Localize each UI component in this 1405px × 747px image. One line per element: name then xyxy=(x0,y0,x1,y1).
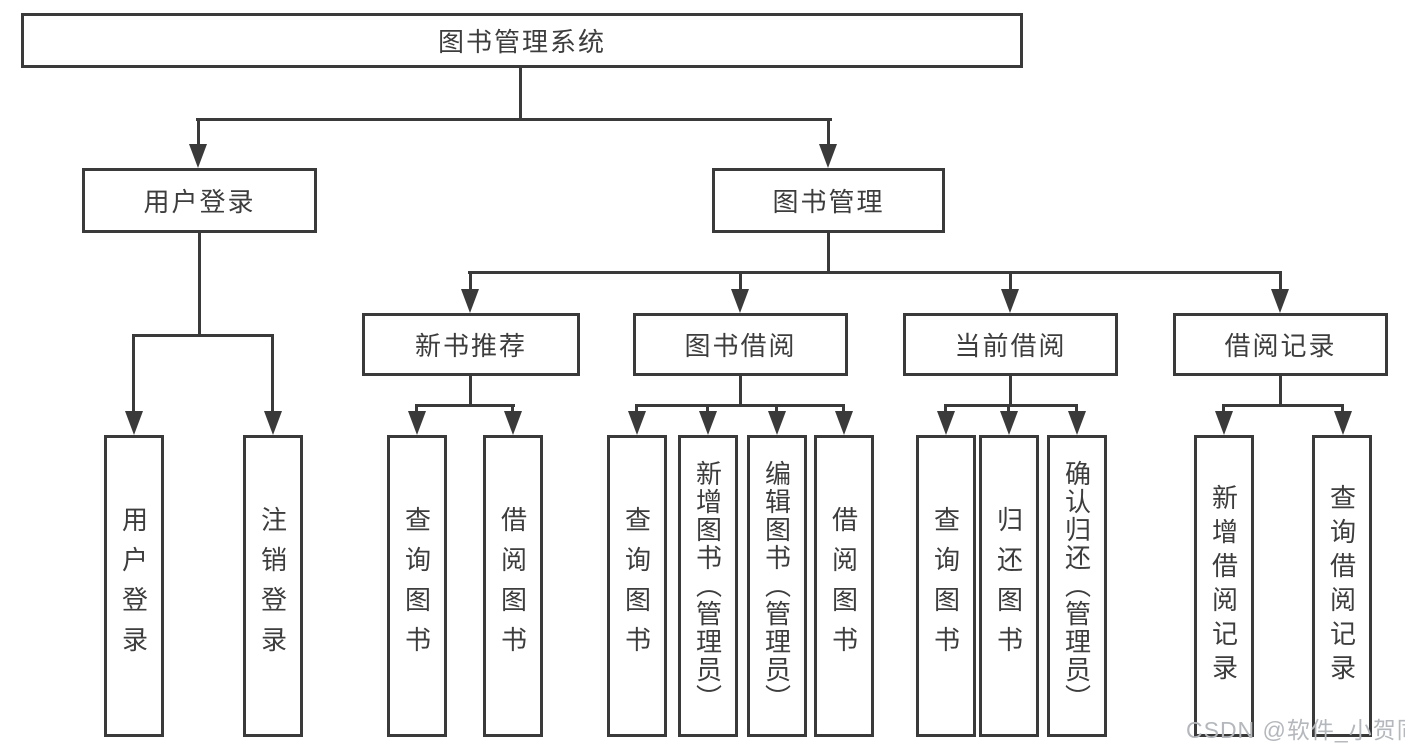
connector-line xyxy=(511,404,514,412)
arrow-down-icon xyxy=(125,411,143,435)
connector-line xyxy=(1075,404,1078,412)
arrow-down-icon xyxy=(189,144,207,168)
arrow-down-icon xyxy=(1068,411,1086,435)
arrow-down-icon xyxy=(1334,411,1352,435)
node-current-borrow: 当前借阅 xyxy=(903,313,1118,376)
connector-line xyxy=(1279,271,1282,291)
connector-line xyxy=(468,271,1282,274)
arrow-down-icon xyxy=(264,411,282,435)
connector-line xyxy=(827,233,830,274)
arrow-down-icon xyxy=(699,411,717,435)
leaf-edit-book-admin: 编辑图书（管理员） xyxy=(747,435,807,737)
leaf-query-borrow-record: 查询借阅记录 xyxy=(1312,435,1372,737)
connector-line xyxy=(706,404,709,412)
connector-line xyxy=(944,404,1078,407)
connector-line xyxy=(1007,404,1010,412)
arrow-down-icon xyxy=(1001,289,1019,313)
arrow-down-icon xyxy=(1271,289,1289,313)
connector-line xyxy=(827,118,830,146)
connector-line xyxy=(132,334,135,412)
arrow-down-icon xyxy=(504,411,522,435)
connector-line xyxy=(635,404,638,412)
arrow-down-icon xyxy=(1000,411,1018,435)
leaf-add-borrow-record: 新增借阅记录 xyxy=(1194,435,1254,737)
leaf-query-book-current: 查询图书 xyxy=(916,435,976,737)
connector-line xyxy=(519,68,522,121)
arrow-down-icon xyxy=(1215,411,1233,435)
arrow-down-icon xyxy=(937,411,955,435)
connector-line xyxy=(775,404,778,412)
leaf-query-book-recommend: 查询图书 xyxy=(387,435,447,737)
node-user-login: 用户登录 xyxy=(82,168,317,233)
node-borrow-record: 借阅记录 xyxy=(1173,313,1388,376)
leaf-return-book: 归还图书 xyxy=(979,435,1039,737)
connector-line xyxy=(271,334,274,412)
leaf-add-book-admin: 新增图书（管理员） xyxy=(678,435,738,737)
arrow-down-icon xyxy=(835,411,853,435)
connector-line xyxy=(198,233,201,337)
connector-line xyxy=(1279,376,1282,407)
arrow-down-icon xyxy=(408,411,426,435)
leaf-logout-login: 注销登录 xyxy=(243,435,303,737)
leaf-borrow-book-recommend: 借阅图书 xyxy=(483,435,543,737)
connector-line xyxy=(739,271,742,291)
watermark-text: CSDN @软件_小贺同学 xyxy=(1186,717,1405,743)
leaf-confirm-return-admin: 确认归还（管理员） xyxy=(1047,435,1107,737)
connector-line xyxy=(739,376,742,407)
node-book-management: 图书管理 xyxy=(712,168,945,233)
connector-line xyxy=(196,118,832,121)
node-book-borrow: 图书借阅 xyxy=(633,313,848,376)
arrow-down-icon xyxy=(461,289,479,313)
connector-line xyxy=(842,404,845,412)
leaf-query-book-borrow: 查询图书 xyxy=(607,435,667,737)
arrow-down-icon xyxy=(819,144,837,168)
connector-line xyxy=(469,376,472,407)
connector-line xyxy=(1222,404,1343,407)
arrow-down-icon xyxy=(731,289,749,313)
connector-line xyxy=(1341,404,1344,412)
connector-line xyxy=(1009,376,1012,407)
node-library-system: 图书管理系统 xyxy=(21,13,1023,68)
connector-line xyxy=(1009,271,1012,291)
connector-line xyxy=(1222,404,1225,412)
connector-line xyxy=(635,404,845,407)
connector-line xyxy=(944,404,947,412)
connector-line xyxy=(415,404,515,407)
node-new-book-recommend: 新书推荐 xyxy=(362,313,580,376)
arrow-down-icon xyxy=(768,411,786,435)
connector-line xyxy=(415,404,418,412)
arrow-down-icon xyxy=(628,411,646,435)
connector-line xyxy=(132,334,274,337)
leaf-user-login: 用户登录 xyxy=(104,435,164,737)
connector-line xyxy=(197,118,200,146)
connector-line xyxy=(469,271,472,291)
leaf-borrow-book-borrow: 借阅图书 xyxy=(814,435,874,737)
